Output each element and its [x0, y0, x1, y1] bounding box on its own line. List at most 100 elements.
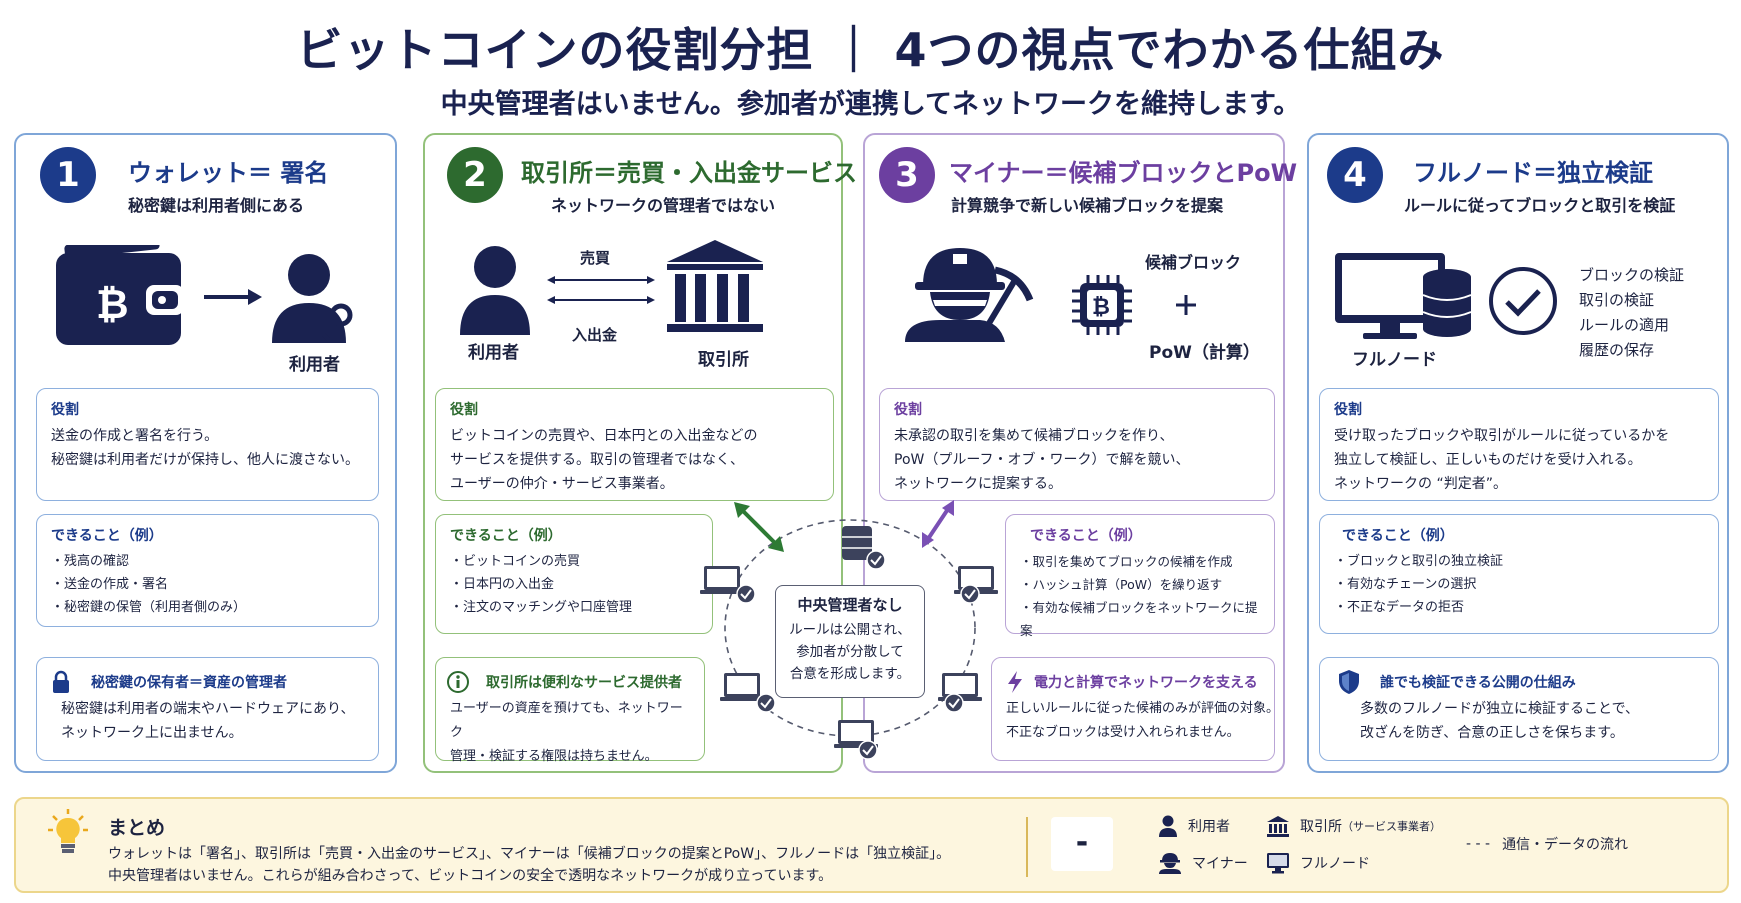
- panel-number-badge: 4: [1327, 147, 1383, 203]
- user-icon: [460, 246, 530, 335]
- green-double-arrow-icon: [734, 502, 784, 552]
- role-line: サービスを提供する。取引の管理者ではなく、: [450, 452, 744, 468]
- verification-item: ルールの適用: [1579, 316, 1670, 334]
- panel-number-badge: 3: [879, 147, 935, 203]
- panel-title: 取引所＝売買・入出金サービス: [521, 159, 857, 187]
- legend-label: マイナー: [1192, 856, 1248, 872]
- wallet-to-user-illustration: ₿: [56, 245, 353, 345]
- candidate-block-label: 候補ブロック: [1145, 253, 1242, 272]
- note-box: 秘密鍵の保有者＝資産の管理者 秘密鍵は利用者の端末やハードウェアにあり、 ネット…: [36, 657, 379, 761]
- capability-item: 取引を集めてブロックの候補を作成: [1020, 550, 1260, 573]
- note-line: ユーザーの資産を預けても、ネットワーク: [450, 701, 683, 740]
- miner-icon: [905, 248, 1034, 342]
- capabilities-title: できること（例）: [1030, 528, 1142, 544]
- center-title: 中央管理者なし: [797, 596, 903, 614]
- note-title: 秘密鍵の保有者＝資産の管理者: [91, 675, 287, 691]
- note-line: 正しいルールに従った候補のみが評価の対象。: [1006, 701, 1280, 716]
- capability-item: 不正なデータの拒否: [1334, 596, 1704, 619]
- lightning-icon: [1008, 671, 1022, 693]
- no-central-admin-box: 中央管理者なし ルールは公開され、 参加者が分散して 合意を形成します。: [775, 585, 925, 698]
- panel-miner: 3 マイナー＝候補ブロックとPoW 計算競争で新しい候補ブロックを提案 ₿ 候補…: [863, 133, 1297, 773]
- user-label: 利用者: [289, 355, 340, 375]
- monitor-icon: [1267, 853, 1289, 874]
- note-line: 改ざんを防ぎ、合意の正しさを保ちます。: [1360, 725, 1624, 741]
- panel-number-badge: 2: [447, 147, 503, 203]
- note-line: 秘密鍵は利用者の端末やハードウェアにあり、: [61, 701, 355, 717]
- laptop-node-icon: [938, 673, 982, 713]
- note-box: 電力と計算でネットワークを支える 正しいルールに従った候補のみが評価の対象。 不…: [991, 657, 1280, 761]
- user-exchange-illustration: [460, 240, 763, 335]
- legend-full-node: フルノード: [1266, 852, 1370, 874]
- bank-icon: [667, 240, 763, 332]
- summary-line: 中央管理者はいません。これらが組み合わさって、ビットコインの安全で透明なネットワ…: [108, 868, 833, 884]
- pow-label: PoW（計算）: [1149, 343, 1260, 363]
- role-line: 未承認の取引を集めて候補ブロックを作り、: [894, 428, 1174, 444]
- full-node-label: フルノード: [1352, 350, 1437, 370]
- role-title: 役割: [51, 402, 79, 418]
- legend-label: 取引所: [1300, 819, 1342, 835]
- capabilities-title: できること（例）: [51, 528, 163, 544]
- summary-divider: [1026, 817, 1028, 877]
- capability-item: 秘密鍵の保管（利用者側のみ）: [51, 596, 364, 619]
- role-line: PoW（プルーフ・オブ・ワーク）で解を競い、: [894, 452, 1190, 468]
- role-title: 役割: [1334, 402, 1362, 418]
- capability-item: 送金の作成・署名: [51, 573, 364, 596]
- laptop-node-icon: [834, 720, 878, 760]
- role-box: 役割 未承認の取引を集めて候補ブロックを作り、 PoW（プルーフ・オブ・ワーク）…: [879, 388, 1275, 501]
- summary-bar: まとめ ウォレットは「署名」、取引所は「売買・入出金のサービス」、マイナーは「候…: [14, 797, 1729, 893]
- wallet-icon: ₿: [56, 245, 184, 345]
- info-icon: [447, 671, 469, 693]
- capability-item: 有効なチェーンの選択: [1334, 573, 1704, 596]
- note-box: 取引所は便利なサービス提供者 ユーザーの資産を預けても、ネットワーク 管理・検証…: [435, 657, 705, 764]
- note-line: 多数のフルノードが独立に検証することで、: [1360, 701, 1640, 717]
- role-line: 送金の作成と署名を行う。: [51, 428, 219, 444]
- role-line: ビットコインの売買や、日本円との入出金などの: [450, 428, 758, 444]
- role-line: 独立して検証し、正しいものだけを受け入れる。: [1334, 452, 1642, 468]
- page-subtitle: 中央管理者はいません。参加者が連携してネットワークを維持します。: [440, 89, 1301, 120]
- capabilities-box: できること（例） ブロックと取引の独立検証 有効なチェーンの選択 不正なデータの…: [1319, 514, 1719, 634]
- role-line: ユーザーの仲介・サービス事業者。: [450, 476, 674, 492]
- panel-title: ウォレット＝ 署名: [128, 159, 329, 187]
- role-box: 役割 送金の作成と署名を行う。 秘密鍵は利用者だけが保持し、他人に渡さない。: [36, 388, 379, 501]
- laptop-node-icon: [954, 566, 998, 604]
- deposit-withdraw-label: 入出金: [572, 326, 618, 344]
- capability-item: ビットコインの売買: [450, 550, 698, 573]
- user-label: 利用者: [468, 343, 519, 363]
- user-key-icon: [272, 254, 353, 343]
- role-title: 役割: [894, 402, 922, 418]
- laptop-node-icon: [700, 566, 756, 604]
- exchange-label: 取引所: [698, 350, 749, 370]
- capability-item: ブロックと取引の独立検証: [1334, 550, 1704, 573]
- bank-icon: [1267, 816, 1289, 837]
- lightbulb-icon: [48, 809, 88, 853]
- page-title: ビットコインの役割分担 ｜ 4つの視点でわかる仕組み: [296, 23, 1445, 77]
- two-way-arrows-icon: [547, 276, 655, 304]
- laptop-node-icon: [720, 673, 776, 713]
- legend-miner: マイナー: [1158, 852, 1248, 874]
- svg-text:₿: ₿: [1092, 295, 1110, 320]
- legend-label: 利用者: [1188, 819, 1230, 835]
- verification-item: 履歴の保存: [1579, 341, 1655, 359]
- center-line: ルールは公開され、: [789, 622, 911, 638]
- panel-wallet: 1 ウォレット＝ 署名 秘密鍵は利用者側にある ₿ 利用者 役割 送金の作成と署…: [14, 133, 397, 773]
- capabilities-box: できること（例） 残高の確認 送金の作成・署名 秘密鍵の保管（利用者側のみ）: [36, 514, 379, 627]
- summary-title: まとめ: [108, 817, 166, 839]
- summary-line: ウォレットは「署名」、取引所は「売買・入出金のサービス」、マイナーは「候補ブロッ…: [108, 846, 951, 862]
- panel-subtitle: 秘密鍵は利用者側にある: [128, 196, 305, 215]
- panel-subtitle: 計算競争で新しい候補ブロックを提案: [951, 196, 1224, 215]
- note-line: ネットワーク上に出ません。: [61, 725, 243, 741]
- role-box: 役割 受け取ったブロックや取引がルールに従っているかを 独立して検証し、正しいも…: [1319, 388, 1719, 501]
- capabilities-box: できること（例） ビットコインの売買 日本円の入出金 注文のマッチングや口座管理: [435, 514, 713, 634]
- legend-note: （サービス事業者）: [1342, 820, 1441, 833]
- miner-icon: [1159, 853, 1181, 874]
- capabilities-box: できること（例） 取引を集めてブロックの候補を作成 ハッシュ計算（PoW）を繰り…: [1005, 514, 1275, 638]
- capability-item: 注文のマッチングや口座管理: [450, 596, 698, 619]
- center-line: 合意を形成します。: [789, 666, 911, 682]
- note-title: 電力と計算でネットワークを支える: [1034, 675, 1258, 691]
- capability-item: 日本円の入出金: [450, 573, 698, 596]
- role-line: 受け取ったブロックや取引がルールに従っているかを: [1334, 428, 1670, 444]
- panel-title: フルノード＝独立検証: [1413, 159, 1653, 187]
- check-circle-icon: [1489, 267, 1557, 335]
- panel-number-badge: 1: [40, 147, 96, 203]
- panel-exchange: 2 取引所＝売買・入出金サービス ネットワークの管理者ではない 売買 入出金 利…: [423, 133, 857, 773]
